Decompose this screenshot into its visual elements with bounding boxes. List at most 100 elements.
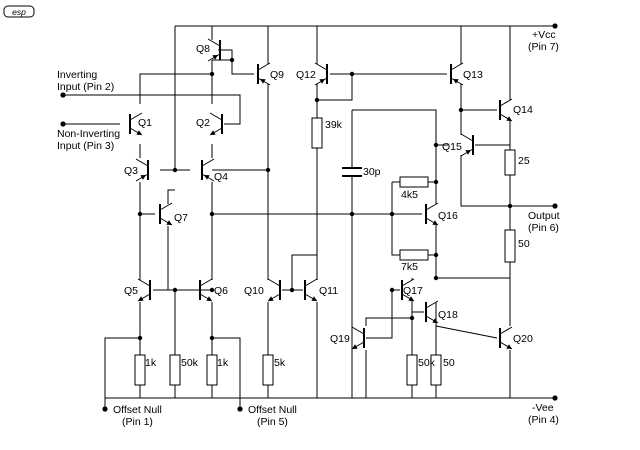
resistor-7k5 <box>399 249 429 261</box>
transistor-group <box>129 38 513 350</box>
q19-emitter-arrow <box>352 344 358 349</box>
transistor-q17 <box>401 278 415 302</box>
junction-dot <box>137 335 143 341</box>
q13-emitter-arrow <box>453 79 459 84</box>
label-5k: 5k <box>274 357 286 369</box>
label-q20: Q20 <box>513 333 533 345</box>
resistor-50-b <box>430 354 442 386</box>
junction-dot <box>172 167 178 173</box>
label-q10: Q10 <box>244 285 264 297</box>
vcc-pin-label: (Pin 7) <box>528 41 559 53</box>
q7-emitter-arrow <box>166 220 172 225</box>
transistor-q14 <box>499 98 513 122</box>
junction-dot <box>172 287 178 293</box>
label-1k-a: 1k <box>145 357 157 369</box>
resistor-50k-a <box>169 354 181 386</box>
transistor-q4 <box>201 158 215 182</box>
capacitor-30p <box>342 167 362 177</box>
q15-emitter-arrow <box>465 150 471 155</box>
transistor-q5 <box>137 278 151 302</box>
resistor-39k <box>311 117 323 149</box>
vcc-terminal <box>552 23 558 29</box>
junction-dot <box>389 211 395 217</box>
junction-dot <box>409 315 415 321</box>
output-label-2: (Pin 6) <box>528 222 559 234</box>
transistor-q10 <box>267 278 281 302</box>
label-q8: Q8 <box>196 43 210 55</box>
q9-emitter-arrow <box>260 79 266 84</box>
transistor-q7 <box>159 202 173 226</box>
junction-dot <box>349 211 355 217</box>
vee-terminal <box>552 395 558 401</box>
junction-dot <box>458 107 464 113</box>
resistor-25 <box>504 149 516 176</box>
transistor-q20 <box>499 326 513 350</box>
vcc-label: +Vcc <box>532 29 556 41</box>
q10-emitter-arrow <box>268 296 274 301</box>
q5-emitter-arrow <box>138 296 144 301</box>
label-50-out: 50 <box>518 238 530 250</box>
q3-emitter-arrow <box>140 175 146 180</box>
label-q16: Q16 <box>438 210 458 222</box>
label-50k-b: 50k <box>418 357 436 369</box>
transistor-q3 <box>135 158 149 182</box>
transistor-q12 <box>314 62 328 86</box>
q6-emitter-arrow <box>206 296 212 301</box>
junction-dot <box>209 335 215 341</box>
q14-emitter-arrow <box>506 116 512 121</box>
transistor-q15 <box>460 133 474 157</box>
logo-text: esp <box>12 7 26 17</box>
label-q15: Q15 <box>442 141 462 153</box>
label-q19: Q19 <box>330 333 350 345</box>
label-q18: Q18 <box>438 309 458 321</box>
q12-emitter-arrow <box>319 79 325 84</box>
offset-null-5-label-1: Offset Null <box>248 404 297 416</box>
inv-input-label-2: Input (Pin 2) <box>57 81 114 93</box>
junction-dot <box>209 71 215 77</box>
offset-null-1-label-1: Offset Null <box>113 404 162 416</box>
junction-dot <box>137 211 143 217</box>
transistor-q6 <box>199 278 213 302</box>
vee-label: -Vee <box>532 402 554 414</box>
q16-emitter-arrow <box>432 220 438 225</box>
junction-dot <box>433 275 439 281</box>
circuit-wiring <box>63 26 555 409</box>
q11-emitter-arrow <box>311 296 317 301</box>
offset-null-1-label-2: (Pin 1) <box>122 416 153 428</box>
q2-emitter-arrow <box>210 130 216 135</box>
esp-logo: esp <box>3 5 35 18</box>
junction-dot <box>389 287 395 293</box>
label-q4: Q4 <box>214 171 228 183</box>
q20-emitter-arrow <box>506 344 512 349</box>
junction-dot <box>507 203 513 209</box>
junction-dot <box>349 71 355 77</box>
label-q17: Q17 <box>403 285 423 297</box>
label-q14: Q14 <box>513 104 533 116</box>
inv-input-label-1: Inverting <box>57 69 97 81</box>
q8-emitter-arrow <box>212 55 218 60</box>
label-7k5: 7k5 <box>401 261 418 273</box>
label-q5: Q5 <box>124 285 138 297</box>
junction-dot <box>289 287 295 293</box>
noninv-input-label-2: Input (Pin 3) <box>57 140 114 152</box>
junction-dot <box>209 211 215 217</box>
label-q12: Q12 <box>296 69 316 81</box>
q18-emitter-arrow <box>432 318 438 323</box>
output-label-1: Output <box>528 210 560 222</box>
label-q6: Q6 <box>214 285 228 297</box>
resistor-1k-b <box>206 354 218 386</box>
label-q3: Q3 <box>124 165 138 177</box>
label-q13: Q13 <box>463 69 483 81</box>
transistor-q2 <box>209 112 223 136</box>
q1-emitter-arrow <box>136 130 142 135</box>
offset-null-5-label-2: (Pin 5) <box>257 416 288 428</box>
resistor-50k-b <box>406 354 418 386</box>
junction-dot <box>433 252 439 258</box>
resistor-group <box>134 117 516 386</box>
junction-dot <box>314 97 320 103</box>
label-q7: Q7 <box>174 212 188 224</box>
label-25: 25 <box>518 155 530 167</box>
label-4k5: 4k5 <box>401 189 418 201</box>
label-50-b: 50 <box>443 357 455 369</box>
